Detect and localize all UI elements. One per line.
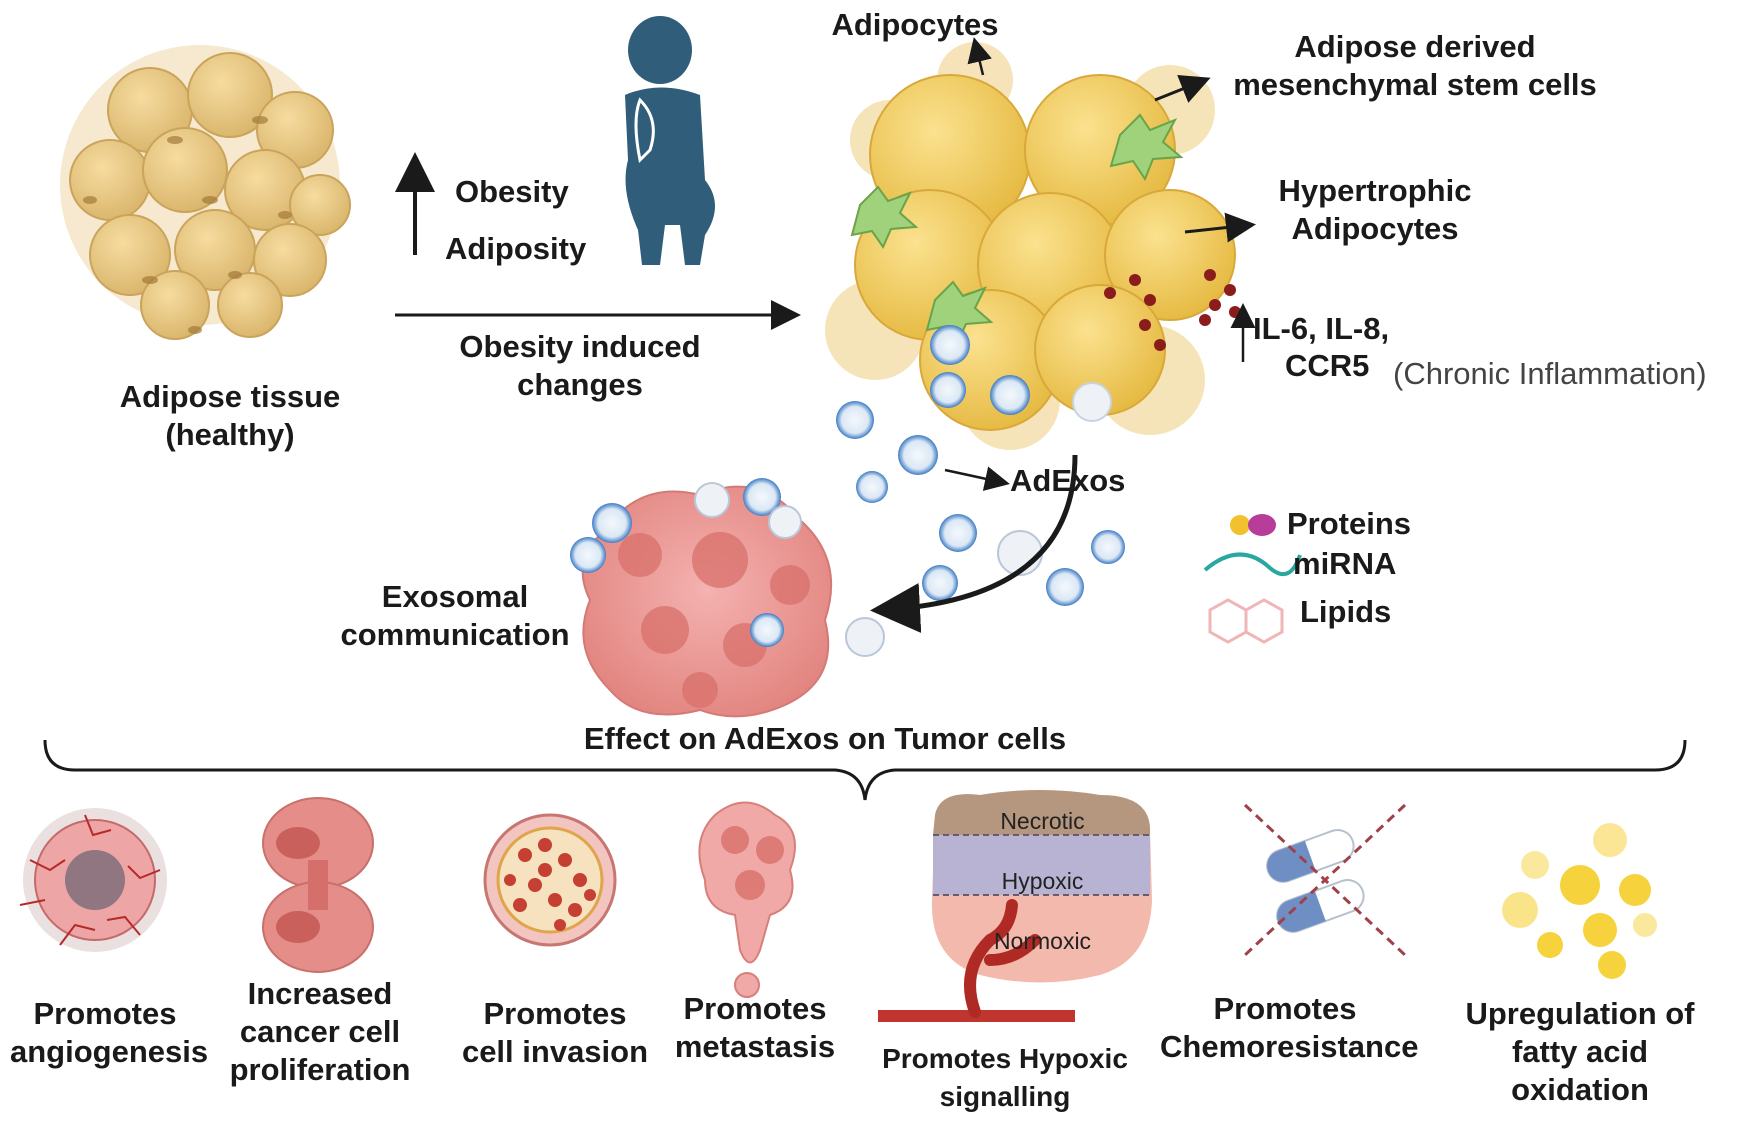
cell-invasion-icon xyxy=(483,813,617,947)
hypoxic-label-line-1: Promotes Hypoxic xyxy=(882,1043,1128,1074)
fatty-acid-label-line-1: Upregulation of xyxy=(1465,996,1695,1031)
changes-label-line-2: changes xyxy=(517,367,643,402)
legend-mirna: miRNA xyxy=(1293,546,1397,581)
changes-label-line-1: Obesity induced xyxy=(459,329,701,364)
invasion-label-line-2: cell invasion xyxy=(461,1034,649,1069)
metastasis-label-line-1: Promotes xyxy=(683,991,827,1026)
adexos-label: AdExos xyxy=(1010,463,1126,498)
obese-adipose-tissue xyxy=(825,42,1241,450)
adipocytes-arrow xyxy=(967,37,992,76)
angiogenesis-label-line-1: Promotes xyxy=(33,996,177,1031)
exosomal-label-line-2: communication xyxy=(340,617,570,652)
proliferation-icon xyxy=(262,797,374,973)
hypoxic-label-line-2: signalling xyxy=(939,1081,1071,1112)
chemoresistance-label-line-1: Promotes xyxy=(1213,991,1357,1026)
necrotic-zone-label: Necrotic xyxy=(1000,808,1085,834)
angiogenesis-icon xyxy=(19,808,167,952)
chronic-inflammation-label: (Chronic Inflammation) xyxy=(1393,356,1707,391)
hypoxic-zone-label: Hypoxic xyxy=(1001,868,1084,894)
angiogenesis-label-line-2: angiogenesis xyxy=(10,1034,209,1069)
hypertrophic-label-line-1: Hypertrophic xyxy=(1278,173,1472,208)
stem-cells-label-line-1: Adipose derived xyxy=(1294,29,1536,64)
hypoxic-tumor-icon xyxy=(878,790,1152,1022)
hypertrophic-label-line-2: Adipocytes xyxy=(1291,211,1459,246)
normoxic-zone-label: Normoxic xyxy=(993,928,1092,954)
legend-lipids: Lipids xyxy=(1300,594,1392,629)
cytokines-label-line-2: CCR5 xyxy=(1285,348,1370,383)
proliferation-label-line-3: proliferation xyxy=(229,1052,411,1087)
fatty-acid-icon xyxy=(1502,823,1657,979)
legend-icons xyxy=(1203,514,1302,644)
stem-cells-label-line-2: mesenchymal stem cells xyxy=(1233,67,1597,102)
obese-person-icon xyxy=(625,16,715,265)
chemoresistance-icon xyxy=(1243,803,1407,957)
exosomal-label-line-1: Exosomal xyxy=(381,579,529,614)
healthy-adipose-tissue xyxy=(60,45,351,340)
fatty-acid-label-line-2: fatty acid xyxy=(1511,1034,1649,1069)
proliferation-label-line-2: cancer cell xyxy=(239,1014,401,1049)
metastasis-label-line-2: metastasis xyxy=(674,1029,836,1064)
healthy-label-line-2: (healthy) xyxy=(165,417,295,452)
invasion-label-line-1: Promotes xyxy=(483,996,627,1031)
communication-arrow xyxy=(870,454,1078,633)
tumor-cell-cluster xyxy=(570,478,833,718)
hypertrophic-arrow xyxy=(1184,212,1256,243)
effects-title: Effect on AdExos on Tumor cells xyxy=(583,721,1067,756)
chemoresistance-label-line-2: Chemoresistance xyxy=(1160,1029,1419,1064)
metastasis-icon xyxy=(698,801,796,998)
cytokines-label-line-1: IL-6, IL-8, xyxy=(1253,311,1390,346)
adexos-arrow xyxy=(944,466,1010,491)
adipocytes-label: Adipocytes xyxy=(831,7,999,42)
proliferation-label-line-1: Increased xyxy=(247,976,393,1011)
effects-brace xyxy=(43,739,1687,801)
legend-proteins: Proteins xyxy=(1287,506,1412,541)
adiposity-label: Adiposity xyxy=(445,231,587,266)
fatty-acid-label-line-3: oxidation xyxy=(1511,1072,1649,1107)
obesity-label: Obesity xyxy=(455,174,569,209)
stem-cells-arrow xyxy=(1154,74,1211,103)
healthy-label-line-1: Adipose tissue xyxy=(119,379,341,414)
